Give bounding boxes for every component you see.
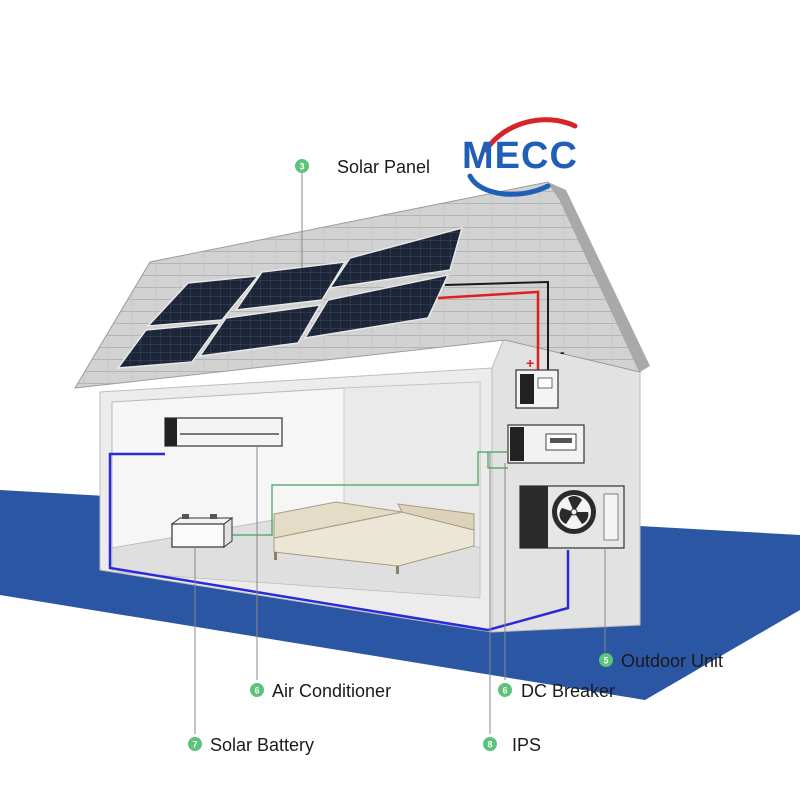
ips-feed-wire — [487, 452, 508, 469]
solar-panel — [234, 261, 347, 311]
badge-number: 5 — [603, 656, 608, 666]
dc-wire-negative — [444, 280, 549, 372]
label-ips: 8 IPS — [483, 735, 541, 755]
sofa — [273, 501, 475, 574]
logo-text: MECC — [462, 135, 578, 177]
label-air-conditioner: 6 Air Conditioner — [250, 681, 391, 701]
inverter-ips-unit — [507, 424, 585, 464]
solar-battery — [170, 514, 234, 548]
logo-arc-blue — [467, 173, 551, 197]
dc-wire-positive — [437, 290, 540, 370]
badge-number: 6 — [254, 686, 259, 696]
controller-plus-sign: + — [526, 355, 534, 371]
roof-ridge — [548, 182, 650, 372]
label-text: Solar Battery — [210, 735, 314, 755]
logo-arc-red — [483, 117, 578, 153]
solar-panel — [116, 322, 222, 369]
controller-minus-sign: - — [560, 344, 565, 360]
label-text: Outdoor Unit — [621, 651, 723, 671]
label-solar-battery: 7 Solar Battery — [188, 735, 314, 755]
label-text: IPS — [512, 735, 541, 755]
badge-number: 6 — [502, 686, 507, 696]
solar-panel — [146, 275, 260, 327]
solar-panel — [303, 273, 450, 340]
ac-wire — [108, 452, 570, 632]
label-text: Solar Panel — [337, 157, 430, 177]
outdoor-ac-unit — [519, 485, 625, 549]
label-solar-panel: 3 Solar Panel — [295, 157, 430, 177]
badge-number: 7 — [192, 740, 197, 750]
indoor-ac-unit — [164, 417, 283, 447]
label-dc-breaker: 6 DC Breaker — [498, 681, 615, 701]
label-text: DC Breaker — [521, 681, 615, 701]
badge-number: 8 — [487, 740, 492, 750]
mecc-logo: MECC — [462, 117, 578, 197]
label-outdoor-unit: 5 Outdoor Unit — [599, 651, 723, 671]
solar-panel — [198, 304, 322, 357]
badge-number: 3 — [299, 162, 304, 172]
charge-controller: + - — [515, 344, 565, 409]
solar-panel-array — [116, 226, 464, 369]
label-text: Air Conditioner — [272, 681, 391, 701]
battery-to-ips-wire — [232, 451, 508, 536]
solar-panel — [328, 226, 464, 289]
